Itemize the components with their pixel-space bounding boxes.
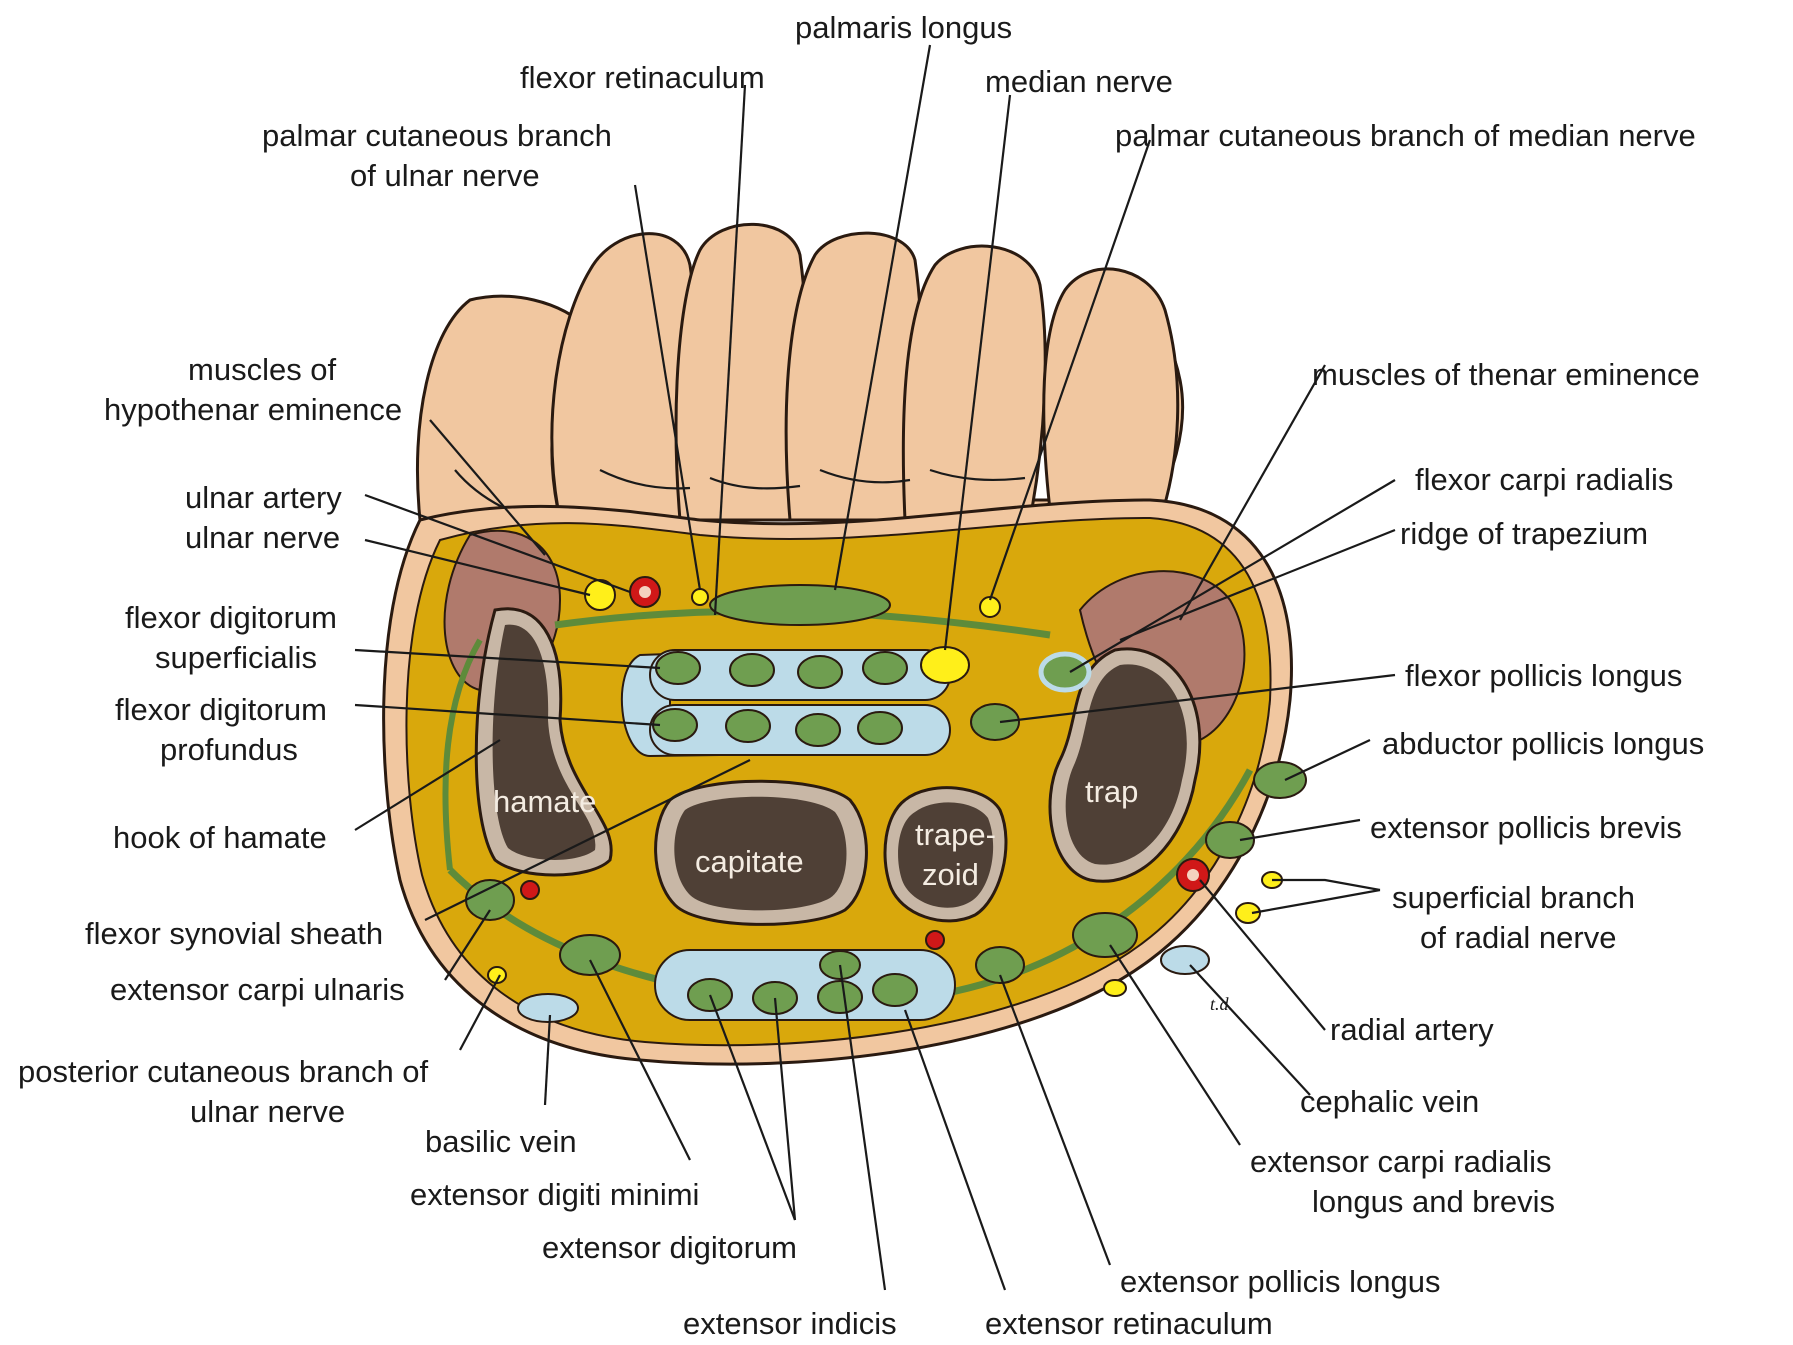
fpl-tendon	[971, 704, 1019, 740]
label-fds-2: superficialis	[155, 640, 317, 675]
label-edm: extensor digiti minimi	[410, 1177, 699, 1212]
capitate-label: capitate	[695, 844, 804, 879]
label-radial-artery: radial artery	[1330, 1012, 1494, 1047]
label-ecrl-1: extensor carpi radialis	[1250, 1144, 1552, 1179]
ecrl-tendon	[1073, 913, 1137, 957]
thumb	[1044, 269, 1178, 520]
label-fdp-2: profundus	[160, 732, 298, 767]
edm-tendon	[560, 935, 620, 975]
trapezoid-label-2: zoid	[922, 857, 979, 892]
label-fdp-1: flexor digitorum	[115, 692, 327, 727]
label-sup-radial-2: of radial nerve	[1420, 920, 1616, 955]
label-apl: abductor pollicis longus	[1382, 726, 1704, 761]
label-ulnar-artery: ulnar artery	[185, 480, 342, 515]
artist-signature: t.d.	[1210, 994, 1233, 1014]
palmar-cut-ulnar-shape	[692, 589, 708, 605]
label-flexor-synovial: flexor synovial sheath	[85, 916, 383, 951]
epb-tendon	[1206, 822, 1254, 858]
label-ridge-trapezium: ridge of trapezium	[1400, 516, 1648, 551]
label-cephalic-vein: cephalic vein	[1300, 1084, 1479, 1119]
label-epl: extensor pollicis longus	[1120, 1264, 1441, 1299]
label-fpl: flexor pollicis longus	[1405, 658, 1682, 693]
label-hypothenar-2: hypothenar eminence	[104, 392, 402, 427]
little-finger	[552, 234, 694, 520]
ecrb-tendon	[1161, 946, 1209, 974]
trapezoid-label-1: trape-	[915, 817, 996, 852]
label-post-cut-1: posterior cutaneous branch of	[18, 1054, 429, 1089]
post-interosseous-nerve	[1104, 980, 1126, 996]
label-flexor-retinaculum: flexor retinaculum	[520, 60, 765, 95]
median-nerve-shape	[921, 647, 969, 683]
label-hypothenar-1: muscles of	[188, 352, 337, 387]
label-ecrl-2: longus and brevis	[1312, 1184, 1555, 1219]
label-fcr: flexor carpi radialis	[1415, 462, 1673, 497]
label-median-nerve: median nerve	[985, 64, 1173, 99]
label-hook-hamate: hook of hamate	[113, 820, 327, 855]
label-thenar: muscles of thenar eminence	[1312, 357, 1700, 392]
label-post-cut-2: ulnar nerve	[190, 1094, 345, 1129]
label-ed: extensor digitorum	[542, 1230, 797, 1265]
label-ei: extensor indicis	[683, 1306, 897, 1340]
label-ext-ret: extensor retinaculum	[985, 1306, 1273, 1340]
label-epb: extensor pollicis brevis	[1370, 810, 1682, 845]
label-ulnar-nerve: ulnar nerve	[185, 520, 340, 555]
ecu-tendon	[466, 880, 514, 920]
label-palmar-cut-ulnar-2: of ulnar nerve	[350, 158, 540, 193]
small-artery-center	[926, 931, 944, 949]
label-ecu: extensor carpi ulnaris	[110, 972, 405, 1007]
trapezium-label: trap	[1085, 774, 1138, 809]
basilic-vein-shape	[518, 994, 578, 1022]
fcr-tendon	[1041, 654, 1089, 690]
hamate-label: hamate	[493, 784, 596, 819]
label-palmar-cut-ulnar-1: palmar cutaneous branch	[262, 118, 612, 153]
small-artery-left	[521, 881, 539, 899]
ed-tendon-3	[818, 981, 862, 1013]
label-palmar-cut-median: palmar cutaneous branch of median nerve	[1115, 118, 1696, 153]
ed-tendon-4	[873, 974, 917, 1006]
cross-section: hamate capitate trape- zoid trap	[384, 500, 1306, 1064]
label-sup-radial-1: superficial branch	[1392, 880, 1635, 915]
label-fds-1: flexor digitorum	[125, 600, 337, 635]
apl-tendon	[1254, 762, 1306, 798]
trapezoid-bone	[885, 788, 1006, 921]
palmaris-longus-tendon	[710, 585, 890, 625]
label-basilic-vein: basilic vein	[425, 1124, 577, 1159]
label-palmaris-longus: palmaris longus	[795, 10, 1012, 45]
